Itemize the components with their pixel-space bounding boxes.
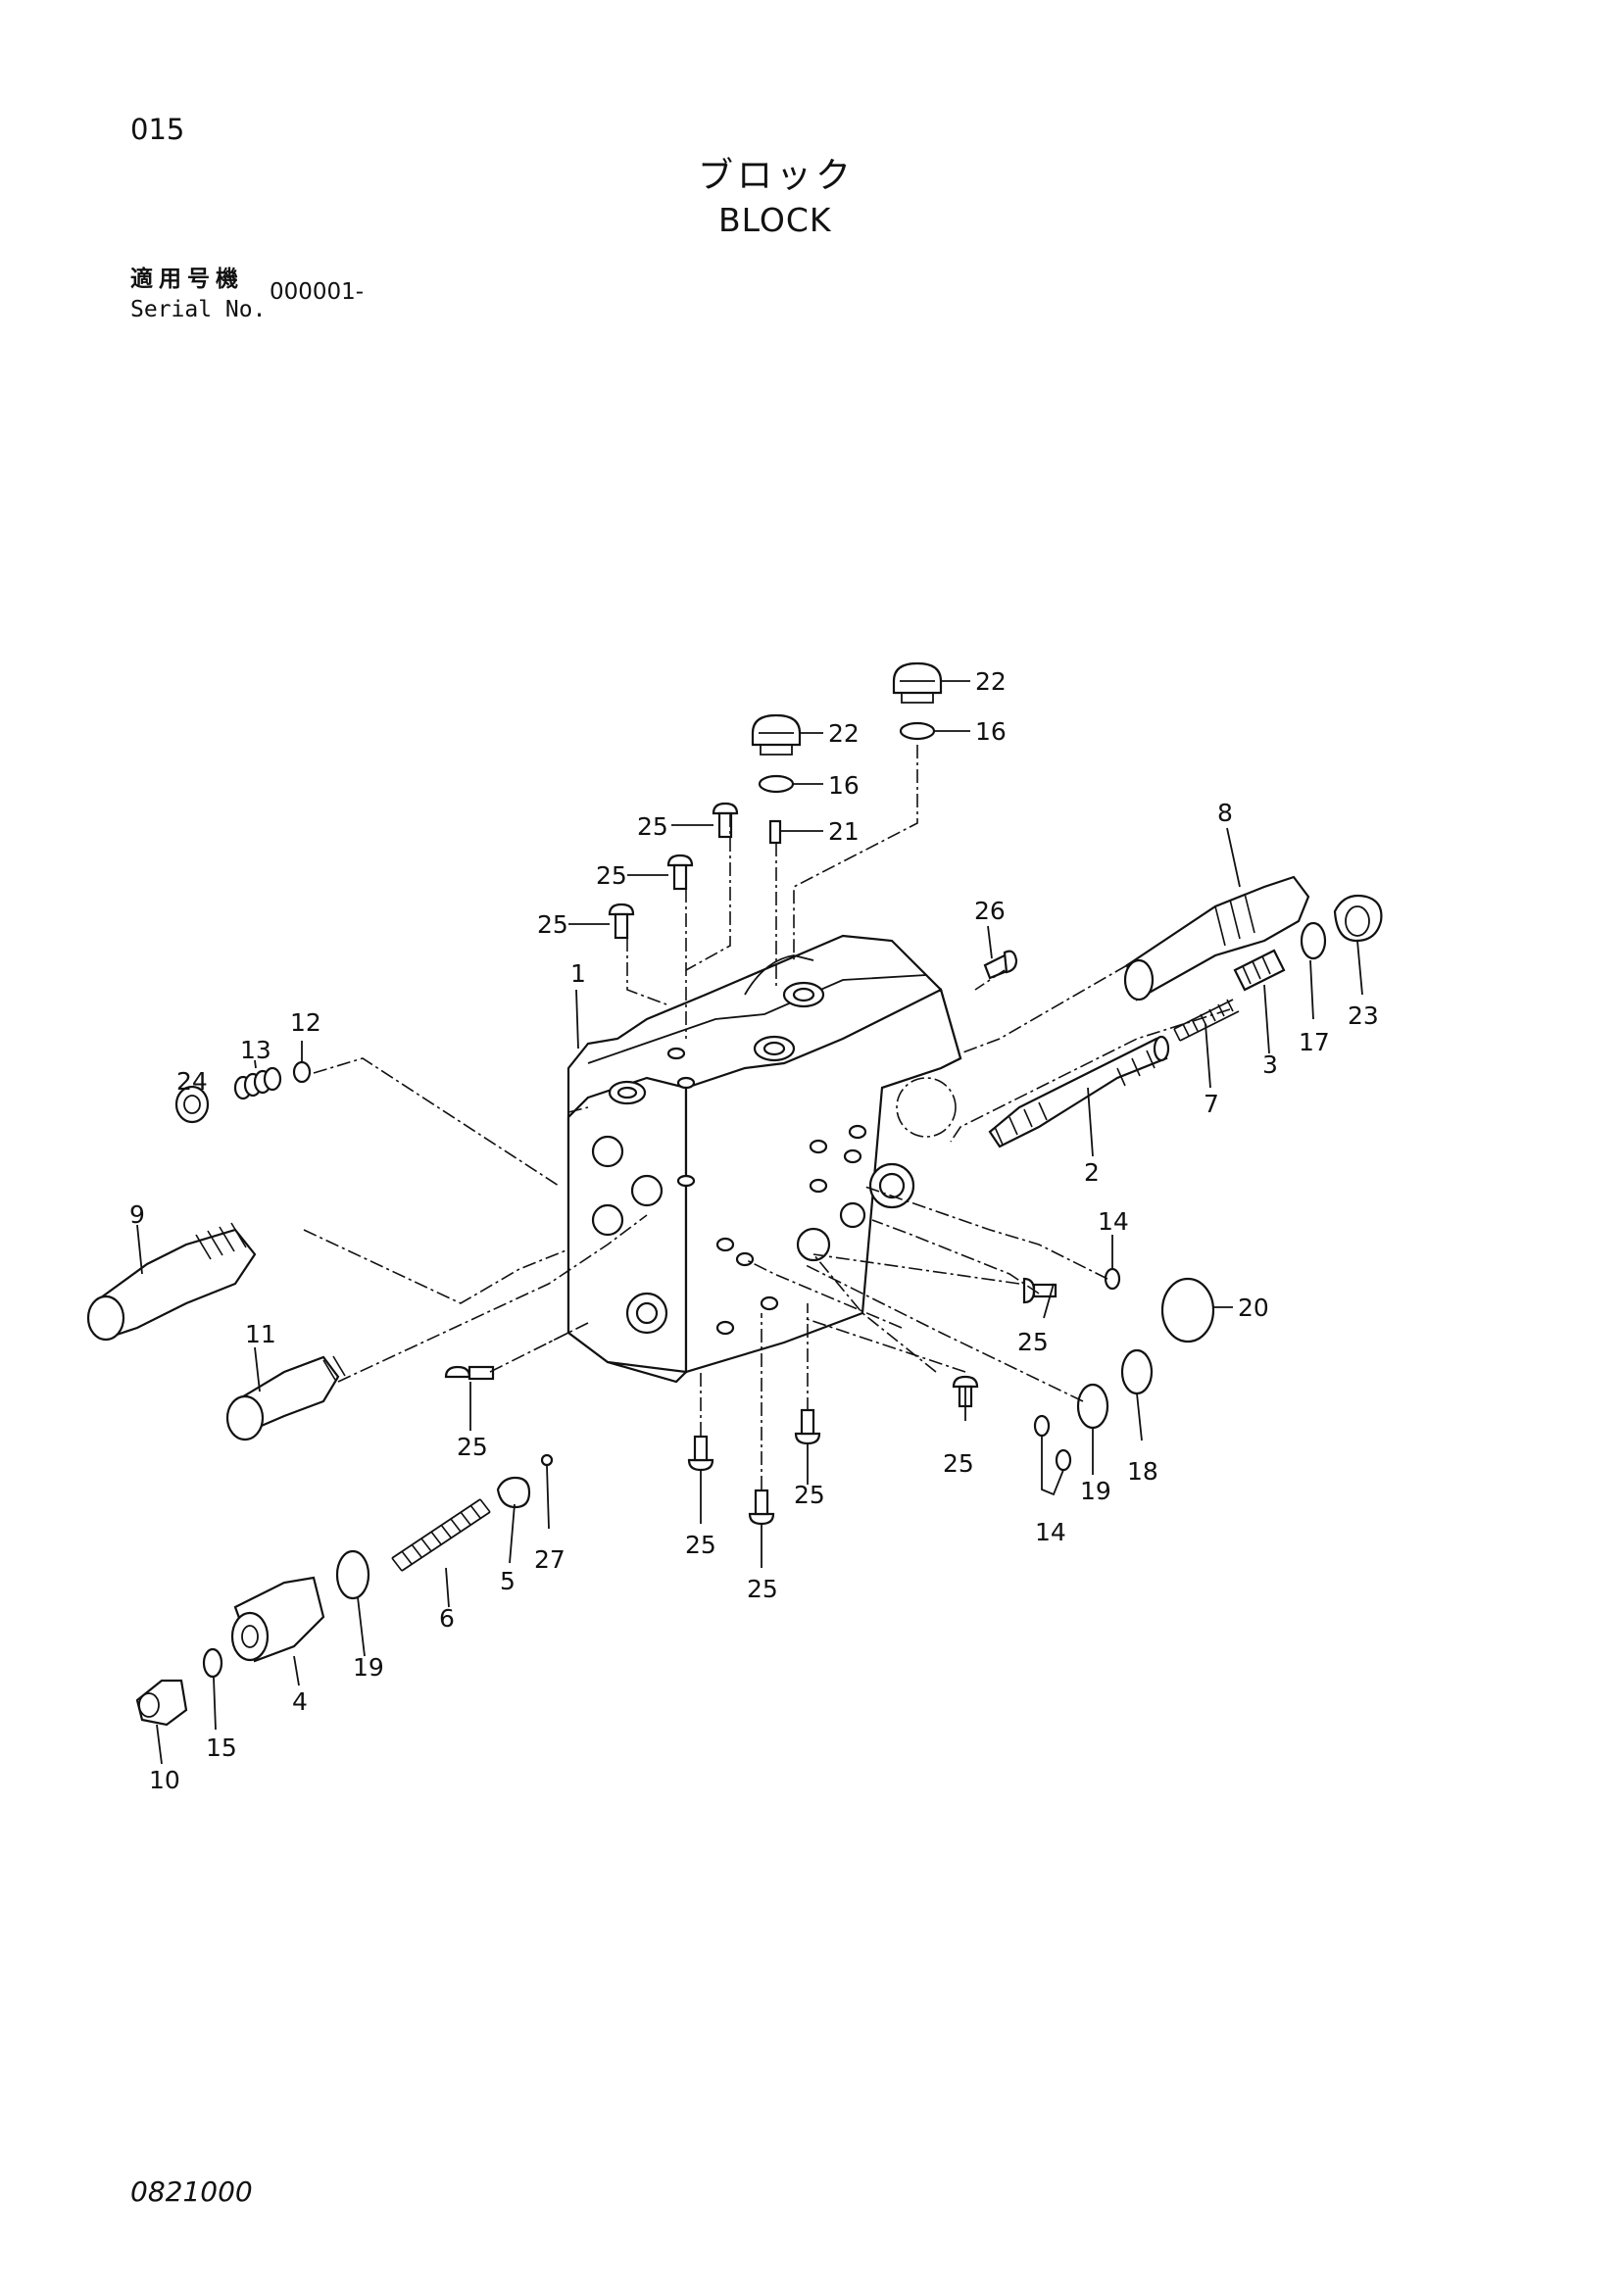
serial-label-english: Serial No. bbox=[130, 297, 267, 322]
leader-lines bbox=[136, 680, 1363, 1765]
o-ring-17 bbox=[1300, 921, 1327, 960]
drawing-number: 0821000 bbox=[130, 2175, 253, 2208]
callout-20: 20 bbox=[1238, 1294, 1269, 1322]
spring-7 bbox=[1173, 999, 1240, 1042]
callout-8: 8 bbox=[1217, 799, 1233, 827]
o-ring-19-right bbox=[1076, 1383, 1109, 1430]
callout-25-top-a: 25 bbox=[637, 812, 668, 841]
callout-23: 23 bbox=[1348, 1001, 1379, 1030]
callout-12: 12 bbox=[290, 1008, 321, 1037]
o-ring-20 bbox=[1160, 1277, 1215, 1343]
set-screw-21 bbox=[768, 819, 782, 845]
bolt-25-e bbox=[687, 1435, 714, 1472]
bolt-25-c bbox=[608, 903, 635, 940]
spring-6 bbox=[391, 1498, 491, 1572]
valve-block bbox=[566, 934, 962, 1384]
callout-18: 18 bbox=[1127, 1457, 1158, 1486]
poppet-5 bbox=[496, 1476, 531, 1509]
callout-27: 27 bbox=[534, 1545, 566, 1574]
bolt-25-d bbox=[444, 1365, 495, 1381]
callout-19-left: 19 bbox=[353, 1653, 384, 1682]
callout-21: 21 bbox=[828, 817, 860, 846]
o-ring-15 bbox=[202, 1647, 223, 1679]
callout-4: 4 bbox=[292, 1687, 308, 1716]
title-japanese: ブロック bbox=[698, 156, 856, 196]
spring-guide-3 bbox=[1233, 949, 1286, 992]
serial-number-value: 000001- bbox=[270, 279, 365, 305]
callout-16-lower: 16 bbox=[828, 771, 860, 800]
bolt-26 bbox=[983, 950, 1018, 980]
o-ring-14-lower-a bbox=[1033, 1414, 1051, 1438]
plug-4 bbox=[230, 1576, 325, 1663]
bolt-25-g bbox=[748, 1489, 775, 1526]
spool-2 bbox=[988, 1035, 1170, 1148]
callout-25-top-c: 25 bbox=[537, 910, 568, 939]
callout-10: 10 bbox=[149, 1766, 180, 1794]
valve-cartridge-8 bbox=[1123, 875, 1310, 1001]
callout-1: 1 bbox=[570, 959, 586, 988]
o-ring-16-upper bbox=[899, 721, 936, 741]
callout-15: 15 bbox=[206, 1734, 237, 1762]
callout-19-right: 19 bbox=[1080, 1477, 1111, 1505]
serial-label-japanese: 適用号機 bbox=[130, 267, 244, 292]
callout-13: 13 bbox=[240, 1036, 271, 1064]
assembly-lines bbox=[303, 745, 1231, 1490]
bolt-25-f bbox=[794, 1408, 821, 1445]
o-ring-18 bbox=[1120, 1348, 1154, 1395]
callout-25-mid-c: 25 bbox=[747, 1575, 778, 1603]
callout-25-top-b: 25 bbox=[596, 861, 627, 890]
o-ring-14-lower-b bbox=[1055, 1448, 1072, 1472]
callout-11: 11 bbox=[245, 1320, 276, 1348]
callout-22-lower: 22 bbox=[828, 719, 860, 748]
plug-22-upper bbox=[892, 661, 943, 704]
callout-3: 3 bbox=[1262, 1050, 1278, 1079]
plug-10 bbox=[135, 1679, 188, 1727]
callout-14-lower: 14 bbox=[1035, 1518, 1066, 1546]
page-number: 015 bbox=[130, 113, 185, 146]
valve-11 bbox=[225, 1355, 346, 1441]
callout-25-mid-a: 25 bbox=[794, 1481, 825, 1509]
plug-22-lower bbox=[751, 713, 802, 756]
callout-2: 2 bbox=[1084, 1158, 1100, 1187]
callout-25-left: 25 bbox=[457, 1433, 488, 1461]
callout-26: 26 bbox=[974, 897, 1006, 925]
callout-7: 7 bbox=[1204, 1090, 1219, 1118]
bolt-25-a bbox=[712, 802, 739, 839]
callout-labels: 22 16 22 16 21 25 25 25 1 8 26 17 23 3 7… bbox=[129, 667, 1379, 1794]
callout-9: 9 bbox=[129, 1200, 145, 1229]
callout-24: 24 bbox=[176, 1067, 208, 1096]
callout-5: 5 bbox=[500, 1567, 516, 1595]
callout-6: 6 bbox=[439, 1604, 455, 1633]
bolt-25-b bbox=[666, 854, 694, 891]
plug-23 bbox=[1333, 894, 1383, 943]
callout-25-mid-b: 25 bbox=[685, 1531, 716, 1559]
callout-17: 17 bbox=[1299, 1028, 1330, 1056]
o-ring-16-lower bbox=[758, 774, 795, 794]
callout-25-right-a: 25 bbox=[1017, 1328, 1049, 1356]
callout-14-upper: 14 bbox=[1098, 1207, 1129, 1236]
o-ring-19-left bbox=[335, 1549, 370, 1600]
callout-25-right-b: 25 bbox=[943, 1449, 974, 1478]
callout-22-upper: 22 bbox=[975, 667, 1007, 696]
spring-13 bbox=[233, 1066, 282, 1100]
callout-16-upper: 16 bbox=[975, 717, 1007, 746]
valve-9 bbox=[86, 1222, 257, 1342]
o-ring-14-upper bbox=[1104, 1267, 1121, 1291]
ball-27 bbox=[540, 1453, 554, 1467]
seal-12 bbox=[292, 1060, 312, 1084]
plug-24 bbox=[174, 1085, 210, 1124]
title-english: BLOCK bbox=[718, 201, 832, 239]
